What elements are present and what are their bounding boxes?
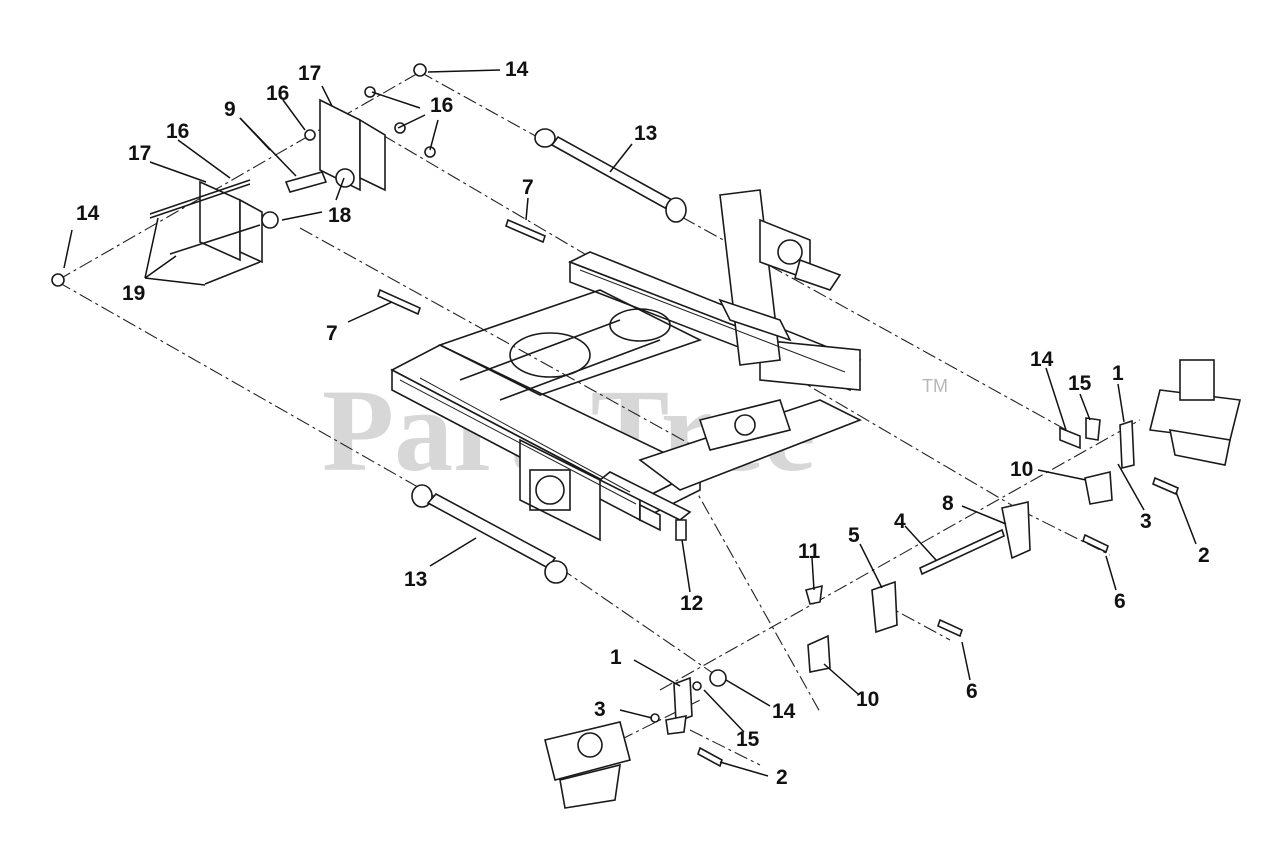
callout-17: 17 [298, 62, 321, 85]
callout-14: 14 [772, 700, 796, 723]
right-linkage [675, 417, 1179, 673]
callout-6: 6 [966, 680, 978, 703]
callout-7: 7 [326, 322, 338, 345]
callout-3: 3 [594, 698, 606, 721]
callout-17: 17 [128, 142, 151, 165]
callout-19: 19 [122, 282, 145, 305]
rod-13-upper [534, 128, 687, 223]
callout-2: 2 [776, 766, 788, 789]
callout-8: 8 [942, 492, 954, 515]
callout-16: 16 [266, 82, 289, 105]
callout-14: 14 [505, 58, 529, 81]
pin-7-lower [377, 288, 421, 316]
rod-13-lower [411, 484, 568, 584]
spindle-housing-left [544, 721, 631, 809]
callout-16: 16 [430, 94, 453, 117]
callout-10: 10 [856, 688, 879, 711]
callout-4: 4 [894, 510, 906, 533]
callout-12: 12 [680, 592, 703, 615]
callout-13: 13 [404, 568, 427, 591]
callout-1: 1 [610, 646, 622, 669]
callout-1: 1 [1112, 362, 1124, 385]
callout-10: 10 [1010, 458, 1033, 481]
watermark-trademark: TM [922, 376, 948, 396]
leader-lines [63, 69, 1197, 777]
callout-2: 2 [1198, 544, 1210, 567]
callout-7: 7 [522, 176, 534, 199]
callout-15: 15 [1068, 372, 1092, 395]
callout-16: 16 [166, 120, 189, 143]
callout-18: 18 [328, 204, 352, 227]
callout-11: 11 [798, 540, 821, 563]
callout-14: 14 [1030, 348, 1054, 371]
callout-5: 5 [848, 524, 860, 547]
callout-15: 15 [736, 728, 760, 751]
callout-6: 6 [1114, 590, 1126, 613]
callout-14: 14 [76, 202, 100, 225]
left-bracket-assembly [51, 63, 436, 287]
callout-9: 9 [224, 98, 236, 121]
callout-labels: 14 17 16 16 9 16 17 13 7 18 14 19 7 14 1… [76, 58, 1210, 789]
callout-3: 3 [1140, 510, 1152, 533]
left-linkage [650, 669, 727, 768]
pin-7-upper [505, 218, 546, 244]
main-frame [390, 189, 862, 542]
spindle-housing-right [1149, 359, 1241, 466]
callout-13: 13 [634, 122, 657, 145]
